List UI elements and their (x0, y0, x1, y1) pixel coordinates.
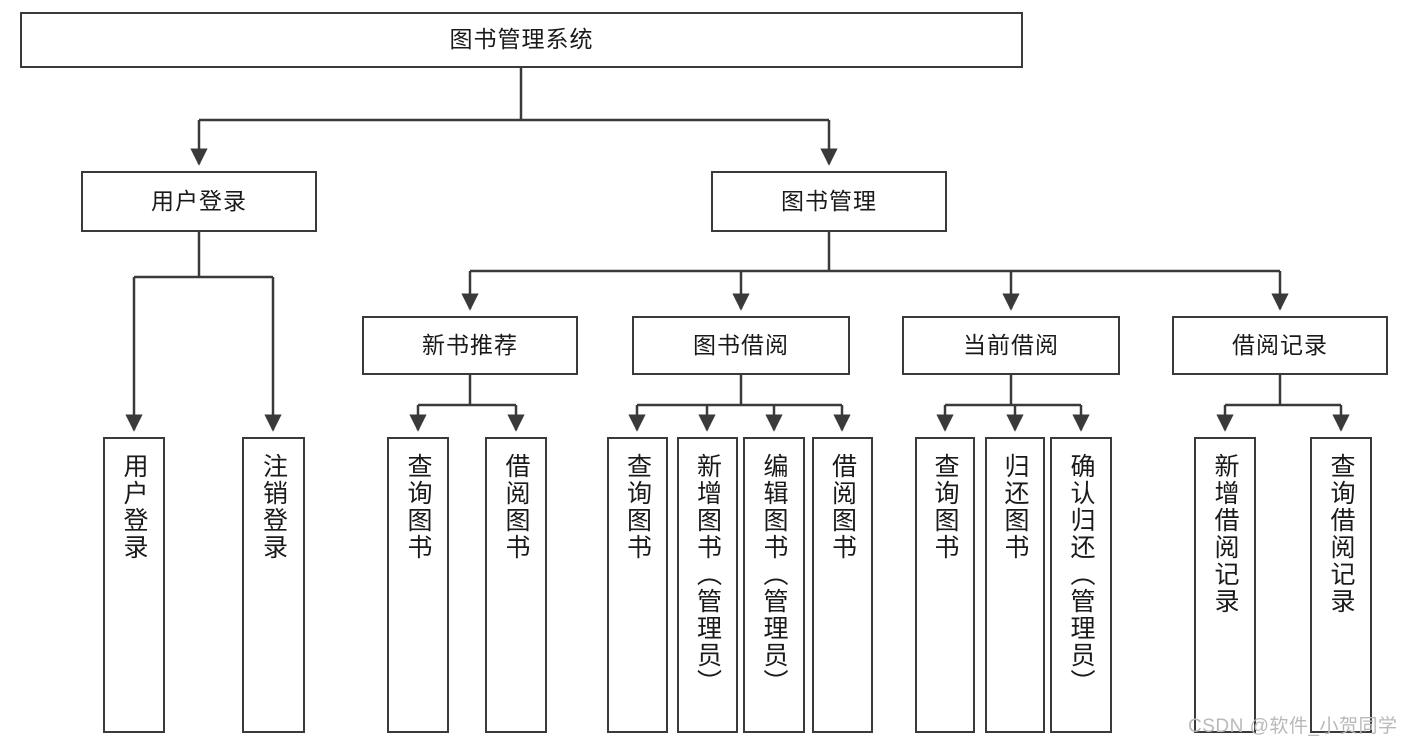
node-user-login[interactable]: 用户登录 (81, 171, 317, 232)
node-new-book-recommend[interactable]: 新书推荐 (362, 316, 578, 375)
node-leaf-query-book-borrow[interactable]: 查询图书 (607, 437, 668, 733)
node-borrow-record[interactable]: 借阅记录 (1172, 316, 1388, 375)
node-leaf-add-borrow-record-label: 新增借阅记录 (1211, 453, 1239, 615)
node-leaf-borrow-book-recommend[interactable]: 借阅图书 (485, 437, 547, 733)
node-leaf-query-borrow-record-label: 查询借阅记录 (1327, 453, 1355, 615)
node-leaf-borrow-book-recommend-label: 借阅图书 (502, 453, 530, 561)
node-leaf-add-borrow-record[interactable]: 新增借阅记录 (1194, 437, 1256, 733)
node-leaf-query-book-recommend-label: 查询图书 (404, 453, 432, 561)
node-new-book-recommend-label: 新书推荐 (422, 331, 518, 358)
node-leaf-query-book-current[interactable]: 查询图书 (915, 437, 975, 733)
node-leaf-borrow-book-label: 借阅图书 (828, 453, 857, 561)
node-root-label: 图书管理系统 (449, 26, 594, 53)
node-leaf-user-login-label: 用户登录 (120, 453, 148, 561)
node-current-borrow-label: 当前借阅 (963, 331, 1059, 358)
node-leaf-add-book-admin[interactable]: 新增图书（管理员） (677, 437, 738, 733)
node-book-management[interactable]: 图书管理 (711, 171, 947, 232)
node-leaf-user-login[interactable]: 用户登录 (103, 437, 165, 733)
node-leaf-return-book[interactable]: 归还图书 (985, 437, 1045, 733)
node-leaf-add-book-admin-label: 新增图书（管理员） (693, 453, 722, 696)
node-borrow-record-label: 借阅记录 (1232, 331, 1328, 358)
node-leaf-query-book-recommend[interactable]: 查询图书 (387, 437, 449, 733)
node-current-borrow[interactable]: 当前借阅 (902, 316, 1120, 375)
node-leaf-query-borrow-record[interactable]: 查询借阅记录 (1310, 437, 1372, 733)
node-leaf-query-book-current-label: 查询图书 (931, 453, 959, 561)
node-leaf-edit-book-admin[interactable]: 编辑图书（管理员） (743, 437, 805, 733)
node-book-borrow-label: 图书借阅 (693, 331, 789, 358)
node-book-management-label: 图书管理 (781, 187, 877, 214)
node-leaf-logout[interactable]: 注销登录 (242, 437, 305, 733)
node-leaf-logout-label: 注销登录 (259, 453, 288, 561)
node-leaf-confirm-return-admin-label: 确认归还（管理员） (1067, 453, 1095, 696)
node-leaf-borrow-book[interactable]: 借阅图书 (812, 437, 873, 733)
node-book-borrow[interactable]: 图书借阅 (632, 316, 850, 375)
node-leaf-edit-book-admin-label: 编辑图书（管理员） (760, 453, 788, 696)
node-user-login-label: 用户登录 (151, 187, 247, 214)
node-root[interactable]: 图书管理系统 (20, 12, 1023, 68)
node-leaf-return-book-label: 归还图书 (1001, 453, 1029, 561)
watermark: CSDN @软件_小贺同学 (1188, 716, 1398, 737)
node-leaf-query-book-borrow-label: 查询图书 (623, 453, 652, 561)
node-leaf-confirm-return-admin[interactable]: 确认归还（管理员） (1050, 437, 1112, 733)
